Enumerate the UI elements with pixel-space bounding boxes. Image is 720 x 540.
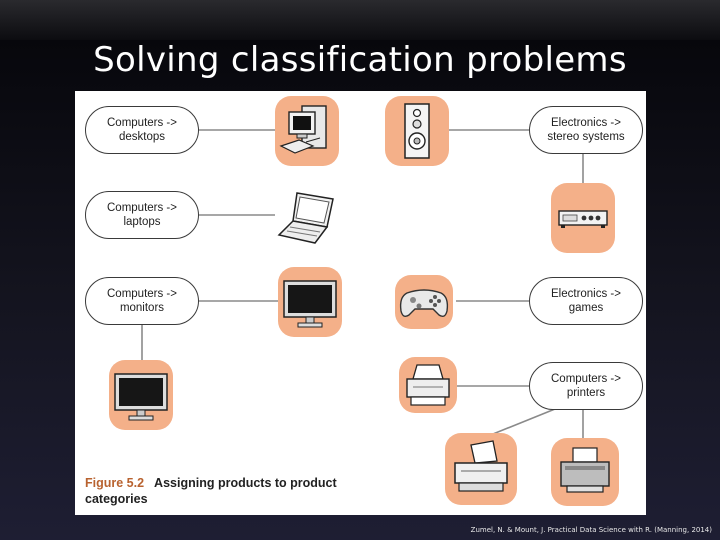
- source-credit: Zumel, N. & Mount, J. Practical Data Sci…: [470, 526, 712, 534]
- desktop-computer-icon: [279, 105, 327, 154]
- printer-icon: [560, 447, 610, 493]
- product-game-controller: [395, 275, 453, 329]
- connector-printers-left: [492, 408, 556, 435]
- figure-caption-label: Figure 5.2: [85, 476, 145, 490]
- product-printer-laser: [551, 438, 619, 506]
- category-electronics-stereo-systems: Electronics -> stereo systems: [529, 106, 643, 154]
- product-speaker: [385, 96, 449, 166]
- slide-title: Solving classification problems: [93, 40, 627, 80]
- product-desktop-computer: [275, 96, 339, 166]
- printer-icon: [454, 440, 508, 492]
- stereo-receiver-icon: [558, 210, 608, 228]
- category-computers-laptops: Computers -> laptops: [85, 191, 199, 239]
- category-computers-monitors: Computers -> monitors: [85, 277, 199, 325]
- connector-lines: [141, 129, 584, 438]
- product-stereo-receiver: [551, 183, 615, 253]
- product-monitor: [278, 267, 342, 337]
- category-electronics-games: Electronics -> games: [529, 277, 643, 325]
- game-controller-icon: [399, 289, 449, 318]
- slide-top-band: [0, 0, 720, 40]
- printer-icon: [406, 364, 450, 406]
- speaker-icon: [404, 103, 430, 159]
- product-monitor-lower: [109, 360, 173, 430]
- category-computers-printers: Computers -> printers: [529, 362, 643, 410]
- product-printer: [399, 357, 457, 413]
- monitor-icon: [114, 373, 168, 421]
- classification-figure: Computers -> desktops Computers -> lapto…: [75, 91, 646, 515]
- category-computers-desktops: Computers -> desktops: [85, 106, 199, 154]
- monitor-icon: [283, 280, 337, 328]
- product-printer-inkjet: [445, 433, 517, 505]
- product-laptop: [275, 181, 339, 251]
- figure-caption-text: Assigning products to product categories: [85, 476, 337, 506]
- laptop-icon: [277, 192, 334, 244]
